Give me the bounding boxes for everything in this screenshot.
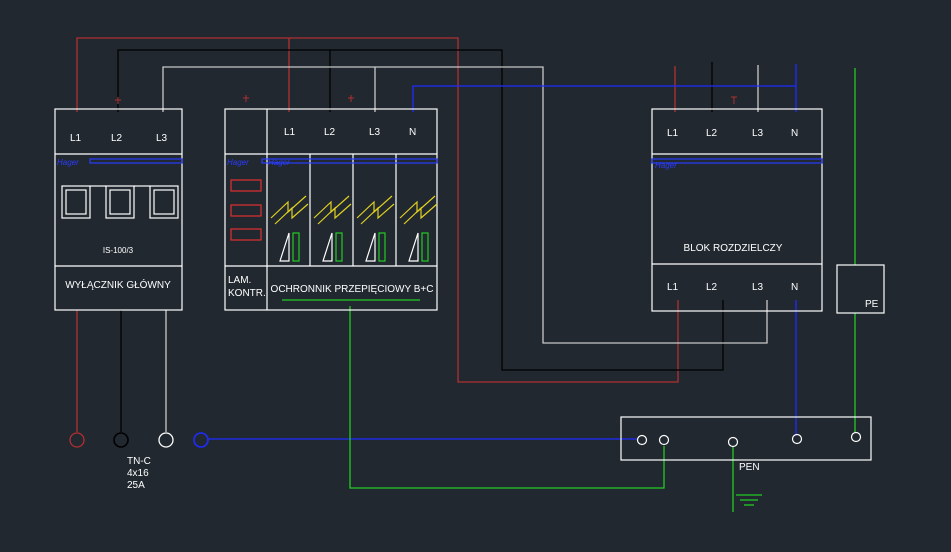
supply-terminal-l3 [158,432,174,448]
supply-cable: 4x16 [127,468,149,479]
lock-icon [731,96,737,104]
surge-protector [224,108,438,311]
brand-tag: Hager [655,161,677,170]
supply-terminal-l2 [113,432,129,448]
supply-terminal-pen [193,432,209,448]
wire-pe-spd-to-pen [349,306,665,489]
spd-terminal-n: N [409,127,416,138]
block-title: BLOK ROZDZIELCZY [684,243,783,254]
block-top-terminal-l3: L3 [752,128,764,139]
supply-fuse: 25A [127,480,145,491]
block-top-terminal-l2: L2 [706,128,718,139]
supply-terminal-l1 [69,432,85,448]
wire-n-spd-to-block [412,64,797,112]
brand-tag: Hager [268,158,290,167]
lamp-title-line2: KONTR. [228,288,266,299]
pe-label: PE [865,299,879,310]
spd-terminal-l1: L1 [284,127,296,138]
ground-icon [736,494,762,506]
pen-bar [620,416,872,461]
indicator-lamps [230,179,262,241]
distribution-block [651,108,823,312]
wire-l2-main-to-spd [117,49,724,371]
main-switch-title: WYŁĄCZNIK GŁÓWNY [65,278,171,291]
block-top-terminal-n: N [791,128,798,139]
wire-l1-main-to-spd [76,37,679,383]
surge-icons [270,195,438,262]
block-bottom-terminal-l1: L1 [667,282,679,293]
pe-terminal [836,264,885,314]
supply-type: TN-C [127,456,151,467]
main-switch-model: IS-100/3 [103,246,134,255]
pen-bar-screws [636,431,862,448]
lock-icon [243,95,249,102]
wire-l3-main-to-spd [162,66,768,344]
main-switch-terminal-l2: L2 [111,133,123,144]
block-bottom-terminal-l2: L2 [706,282,718,293]
lock-icon [348,95,354,102]
lamp-title-line1: LAM. [228,275,251,286]
block-top-terminal-l1: L1 [667,128,679,139]
brand-tag: Hager [57,158,79,167]
block-bottom-terminal-n: N [791,282,798,293]
spd-title: OCHRONNIK PRZEPIĘCIOWY B+C [271,284,434,295]
pen-label: PEN [739,462,760,473]
main-switch-terminal-l3: L3 [156,133,168,144]
spd-terminal-l3: L3 [369,127,381,138]
spd-terminal-l2: L2 [324,127,336,138]
lock-icon [115,97,121,104]
block-bottom-terminal-l3: L3 [752,282,764,293]
main-switch-terminal-l1: L1 [70,133,82,144]
main-switch [54,108,183,311]
brand-tag: Hager [227,158,249,167]
